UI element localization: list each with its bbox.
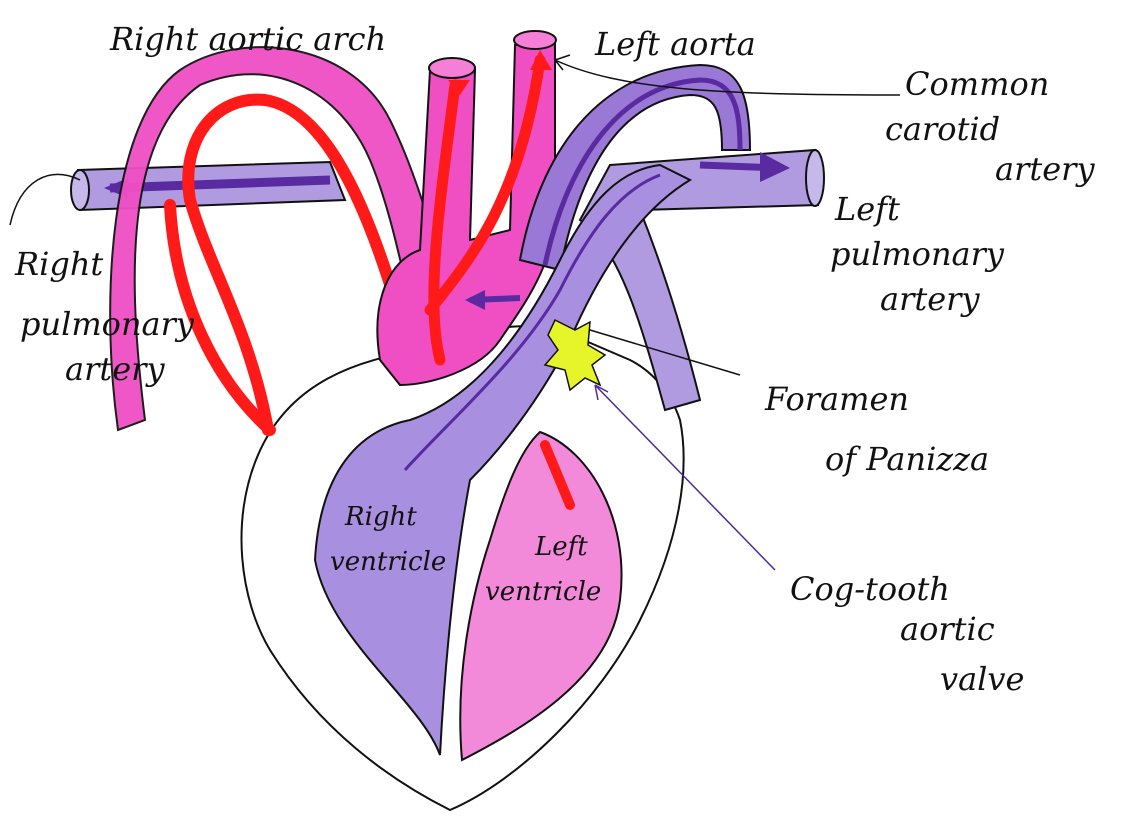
label-left-pulmonary-3: artery bbox=[880, 280, 980, 318]
label-left-pulmonary-2: pulmonary bbox=[830, 235, 1005, 273]
label-left-ventricle-2: ventricle bbox=[485, 577, 601, 607]
common-carotid-artery bbox=[518, 63, 752, 272]
leader-lines bbox=[9, 54, 901, 571]
right-ventricle bbox=[313, 163, 693, 756]
label-left-ventricle-1: Left bbox=[534, 532, 588, 562]
label-left-pulmonary-1: Left bbox=[834, 190, 900, 228]
label-right-pulmonary-2: pulmonary bbox=[20, 305, 195, 343]
left-ventricle bbox=[459, 430, 623, 762]
cog-tooth-aortic-valve bbox=[543, 318, 607, 392]
right-pulmonary-artery bbox=[70, 160, 347, 212]
label-right-ventricle-2: ventricle bbox=[330, 547, 446, 577]
label-common-carotid-1: Common bbox=[905, 65, 1049, 103]
label-common-carotid-2: carotid bbox=[885, 110, 1000, 148]
label-cog-tooth-3: valve bbox=[940, 660, 1024, 698]
label-cog-tooth-1: Cog-tooth bbox=[790, 570, 950, 608]
label-right-pulmonary-3: artery bbox=[65, 350, 165, 388]
label-common-carotid-3: artery bbox=[995, 150, 1095, 188]
label-cog-tooth-2: aortic bbox=[900, 610, 995, 648]
label-left-aorta: Left aorta bbox=[594, 25, 756, 63]
label-right-ventricle-1: Right bbox=[344, 502, 417, 532]
label-right-aortic-arch: Right aortic arch bbox=[109, 20, 386, 58]
label-foramen-2: of Panizza bbox=[825, 440, 989, 478]
label-foramen-1: Foramen bbox=[764, 380, 909, 418]
label-right-pulmonary-1: Right bbox=[14, 245, 103, 283]
